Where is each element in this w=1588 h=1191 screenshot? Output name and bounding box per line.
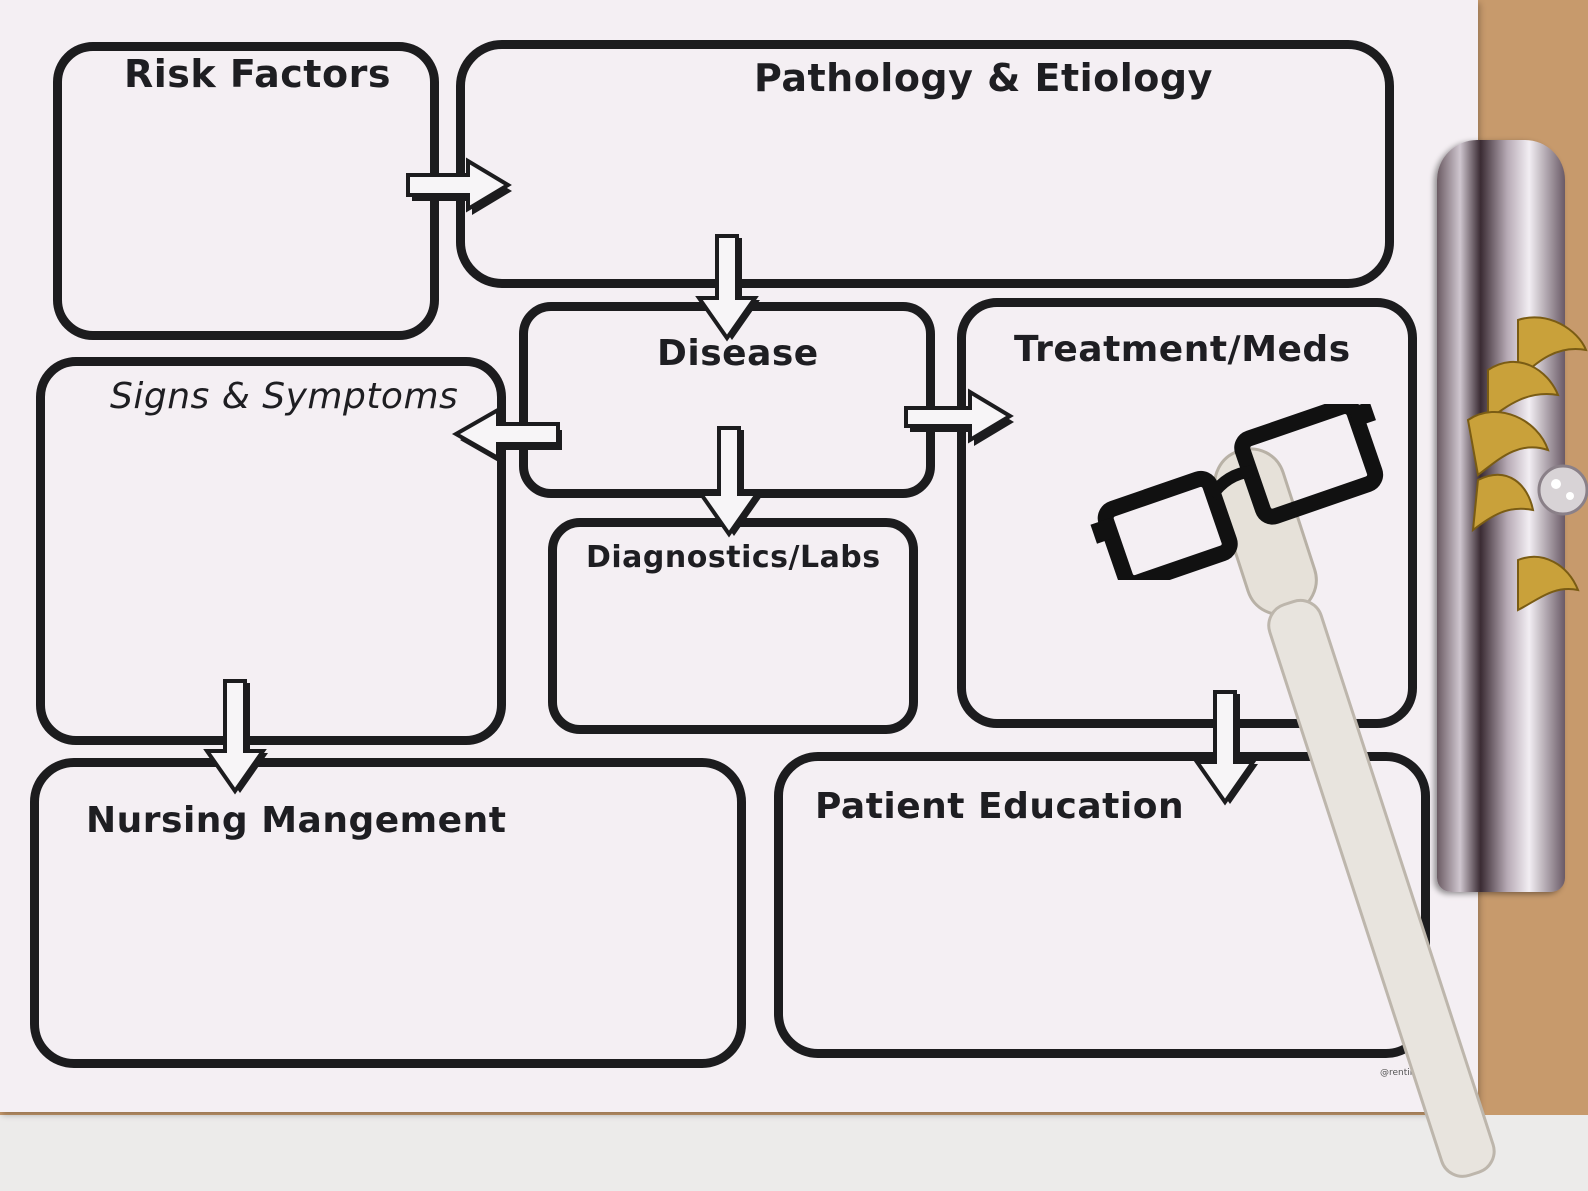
arrow-risk-to-pathology xyxy=(406,157,512,215)
copyright-watermark: @renting xyxy=(1380,1068,1422,1078)
diagnostics-labs-title: Diagnostics/Labs xyxy=(586,540,881,575)
treatment-meds-title: Treatment/Meds xyxy=(1014,329,1351,370)
risk-factors-title: Risk Factors xyxy=(124,52,391,96)
treatment-meds-box xyxy=(957,298,1417,728)
gold-brooch-icon xyxy=(1466,316,1588,612)
disease-title: Disease xyxy=(657,333,819,374)
clipboard-clip-icon xyxy=(1437,140,1565,892)
pathology-etiology-box xyxy=(456,40,1394,288)
pathology-etiology-title: Pathology & Etiology xyxy=(754,56,1213,100)
signs-symptoms-box xyxy=(36,357,506,745)
arrow-disease-to-treatment xyxy=(904,388,1014,446)
nursing-management-box xyxy=(30,758,746,1068)
eyeglasses-icon xyxy=(1090,404,1384,580)
nursing-management-title: Nursing Mangement xyxy=(86,800,507,841)
arrow-disease-to-diagnostics xyxy=(697,426,762,538)
patient-education-box xyxy=(774,752,1430,1058)
signs-symptoms-title: Signs & Symptoms xyxy=(110,376,459,417)
arrow-signs-to-nursing xyxy=(203,679,268,795)
desk-surface xyxy=(0,1115,1588,1191)
arrow-treatment-to-education xyxy=(1193,690,1258,806)
arrow-pathology-to-disease xyxy=(695,234,760,342)
arrow-disease-to-signs xyxy=(451,406,562,464)
patient-education-title: Patient Education xyxy=(815,786,1185,827)
